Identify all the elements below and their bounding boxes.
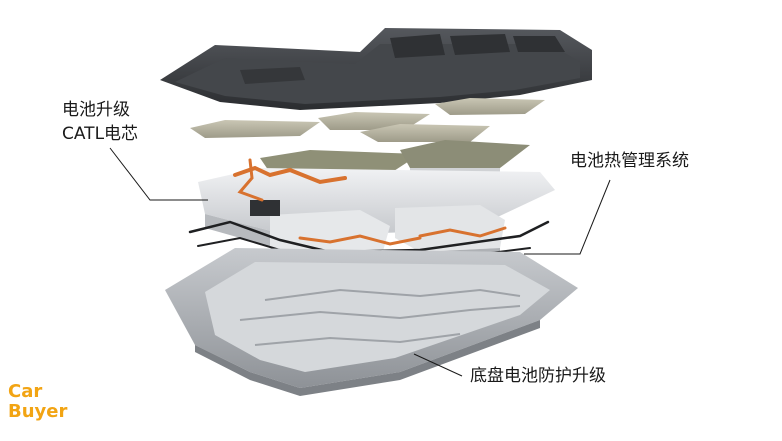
leader-lines xyxy=(109,147,611,377)
base-tray xyxy=(165,248,578,396)
carbuyer-logo: Car Buyer xyxy=(8,382,67,422)
logo-line1: Car xyxy=(8,381,43,402)
logo-line2: Buyer xyxy=(8,401,68,422)
cover-plates xyxy=(190,98,545,142)
leader-line-thermal xyxy=(524,179,611,255)
cell-upgrade-line1: 电池升级 xyxy=(62,100,130,120)
leader-line-cell xyxy=(109,147,208,201)
leader-line-base xyxy=(413,353,463,377)
base-protection-label: 底盘电池防护升级 xyxy=(470,366,606,386)
cell-upgrade-line2: CATL电芯 xyxy=(62,124,139,144)
thermal-management-label: 电池热管理系统 xyxy=(570,151,689,171)
battery-lid xyxy=(160,28,592,110)
cell-upgrade-label: 电池升级 CATL电芯 xyxy=(62,98,138,146)
